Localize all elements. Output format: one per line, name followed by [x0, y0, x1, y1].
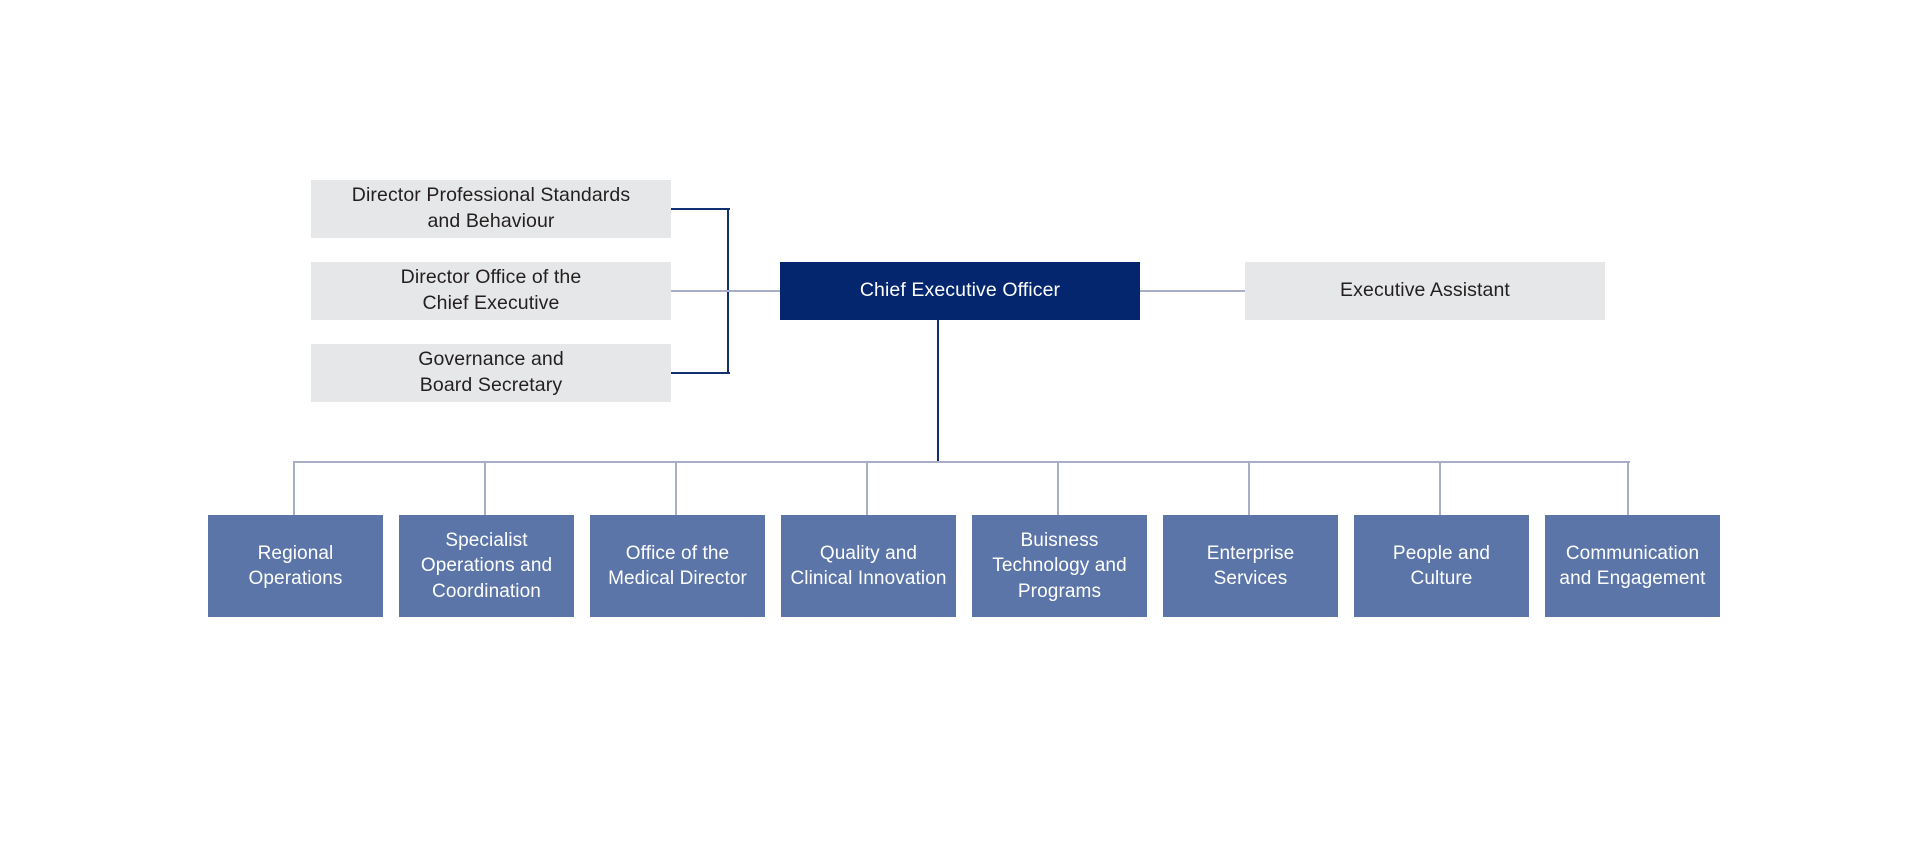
connector-division-drop-7 [1439, 461, 1441, 516]
node-communication-and-engagement[interactable]: Communication and Engagement [1545, 515, 1720, 617]
connector-division-drop-2 [484, 461, 486, 516]
node-governance-board-secretary[interactable]: Governance and Board Secretary [311, 344, 671, 402]
node-specialist-operations-and-coordination[interactable]: Specialist Operations and Coordination [399, 515, 574, 617]
connector-ceo-right-lateral [1139, 290, 1247, 292]
connector-division-drop-8 [1627, 461, 1629, 516]
connector-division-drop-1 [293, 461, 295, 516]
connector-ceo-left-lateral [670, 290, 782, 292]
node-director-professional-standards[interactable]: Director Professional Standards and Beha… [311, 180, 671, 238]
node-quality-and-clinical-innovation[interactable]: Quality and Clinical Innovation [781, 515, 956, 617]
node-executive-assistant[interactable]: Executive Assistant [1245, 262, 1605, 320]
connector-division-drop-4 [866, 461, 868, 516]
node-people-and-culture[interactable]: People and Culture [1354, 515, 1529, 617]
connector-bracket-bottom-segment [670, 372, 730, 374]
node-office-of-the-medical-director[interactable]: Office of the Medical Director [590, 515, 765, 617]
node-chief-executive-officer[interactable]: Chief Executive Officer [780, 262, 1140, 320]
connector-division-drop-6 [1248, 461, 1250, 516]
connector-bracket-top-segment [670, 208, 730, 210]
connector-division-drop-3 [675, 461, 677, 516]
node-business-technology-and-programs[interactable]: Buisness Technology and Programs [972, 515, 1147, 617]
connector-division-drop-5 [1057, 461, 1059, 516]
node-enterprise-services[interactable]: Enterprise Services [1163, 515, 1338, 617]
connector-ceo-drop [937, 320, 939, 463]
connector-division-bus [294, 461, 1630, 463]
node-regional-operations[interactable]: Regional Operations [208, 515, 383, 617]
node-director-office-chief-executive[interactable]: Director Office of the Chief Executive [311, 262, 671, 320]
